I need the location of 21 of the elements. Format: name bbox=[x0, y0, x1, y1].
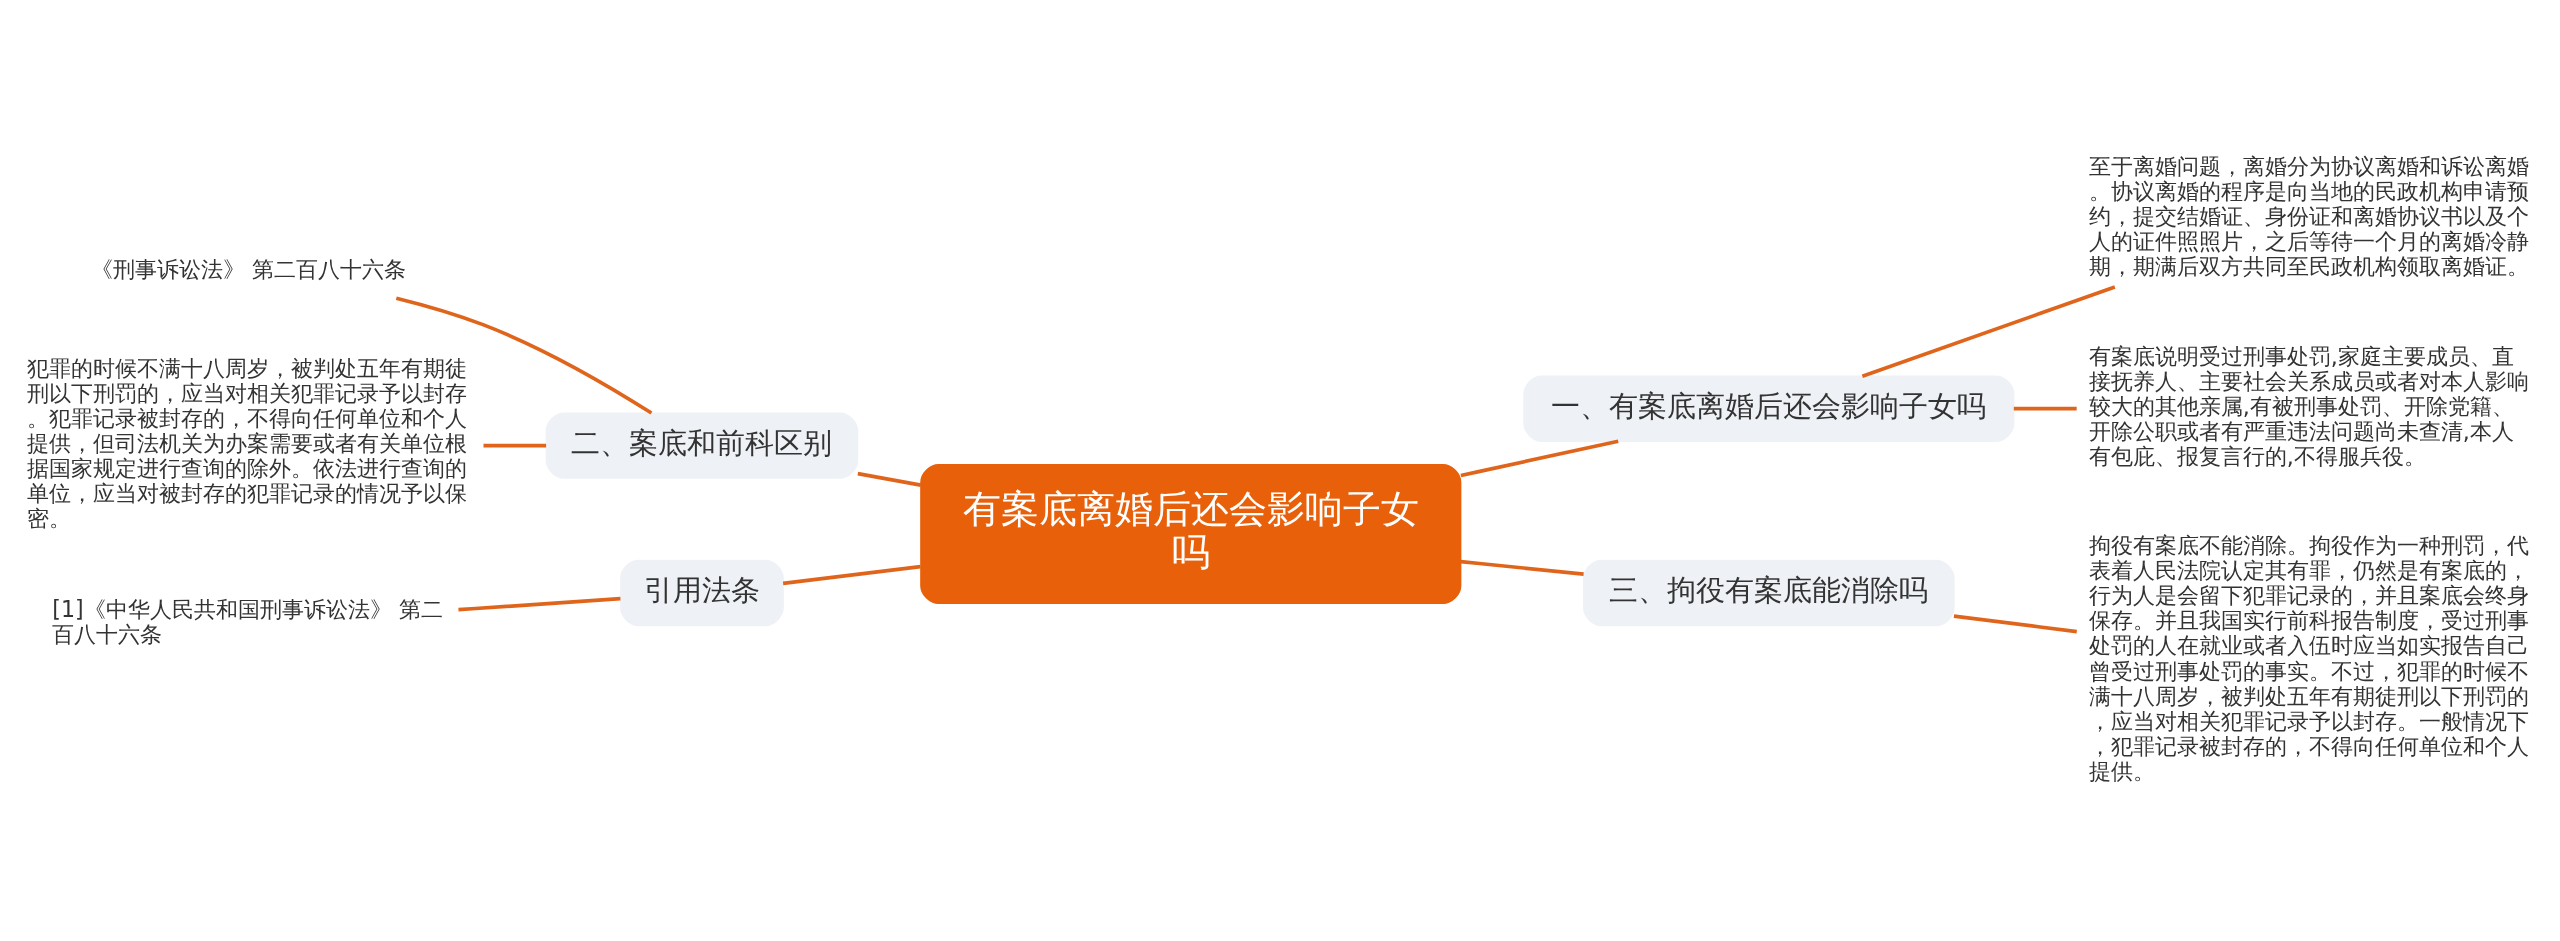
connector bbox=[483, 443, 547, 447]
node-box: 引用法条 bbox=[620, 559, 784, 626]
node-box: 一、有案底离婚后还会影响子女吗 bbox=[1523, 375, 2015, 442]
connector bbox=[2013, 406, 2077, 411]
node-box: 有案底离婚后还会影响子女吗 bbox=[920, 463, 1462, 604]
node-text: 犯罪的时候不满十八周岁，被判处五年有期徒刑以下刑罚的，应当对相关犯罪记录予以封存。犯罪记录被封存的，不得向任何单位和个人提供，但司法机关为办案需要或者有关单位根据国家规定进行查询的除外。依法进行查询的单位，应当对被封存的犯罪记录的情况予以保密。 bbox=[27, 354, 468, 531]
connector bbox=[857, 471, 922, 487]
node-text: 拘役有案底不能消除。拘役作为一种刑罚，代表着人民法院认定其有罪，仍然是有案底的，行为人是会留下犯罪记录的，并且案底会终身保存。并且我国实行前科报告制度，受过刑事处罚的人在就业或者入伍时应当如实报告自己曾受过刑事处罚的事实。不过，犯罪的时候不满十八周岁，被判处五年有期徒刑以下刑罚的，应当对相关犯罪记录予以封存。一般情况下，犯罪记录被封存的，不得向任何单位和个人提供。 bbox=[2088, 531, 2529, 784]
node-text: [1]《中华人民共和国刑事诉讼法》 第二百八十六条 bbox=[52, 595, 443, 647]
node-text: 至于离婚问题，离婚分为协议离婚和诉讼离婚。协议离婚的程序是向当地的民政机构申请预约，提交结婚证、身份证和离婚协议书以及个人的证件照照片，之后等待一个月的离婚冷静期，期满后双方共同至民政机构领取离婚证。 bbox=[2088, 151, 2529, 279]
connector bbox=[1861, 284, 2116, 378]
node-box: 二、案底和前科区别 bbox=[545, 411, 859, 479]
connector bbox=[1460, 559, 1584, 576]
node-text: 《刑事诉讼法》 第二百八十六条 bbox=[90, 255, 406, 282]
connector bbox=[458, 596, 621, 612]
connector bbox=[782, 564, 921, 585]
connector bbox=[1460, 438, 1619, 477]
connector bbox=[395, 295, 653, 415]
node-box: 三、拘役有案底能消除吗 bbox=[1583, 559, 1955, 626]
connector bbox=[1953, 613, 2077, 633]
node-text: 有案底说明受过刑事处罚,家庭主要成员、直接抚养人、主要社会关系成员或者对本人影响较大的其他亲属,有被刑事处罚、开除党籍、开除公职或者有严重违法问题尚未查清,本人有包庇、报复言行的,不得服兵役。 bbox=[2088, 342, 2529, 469]
